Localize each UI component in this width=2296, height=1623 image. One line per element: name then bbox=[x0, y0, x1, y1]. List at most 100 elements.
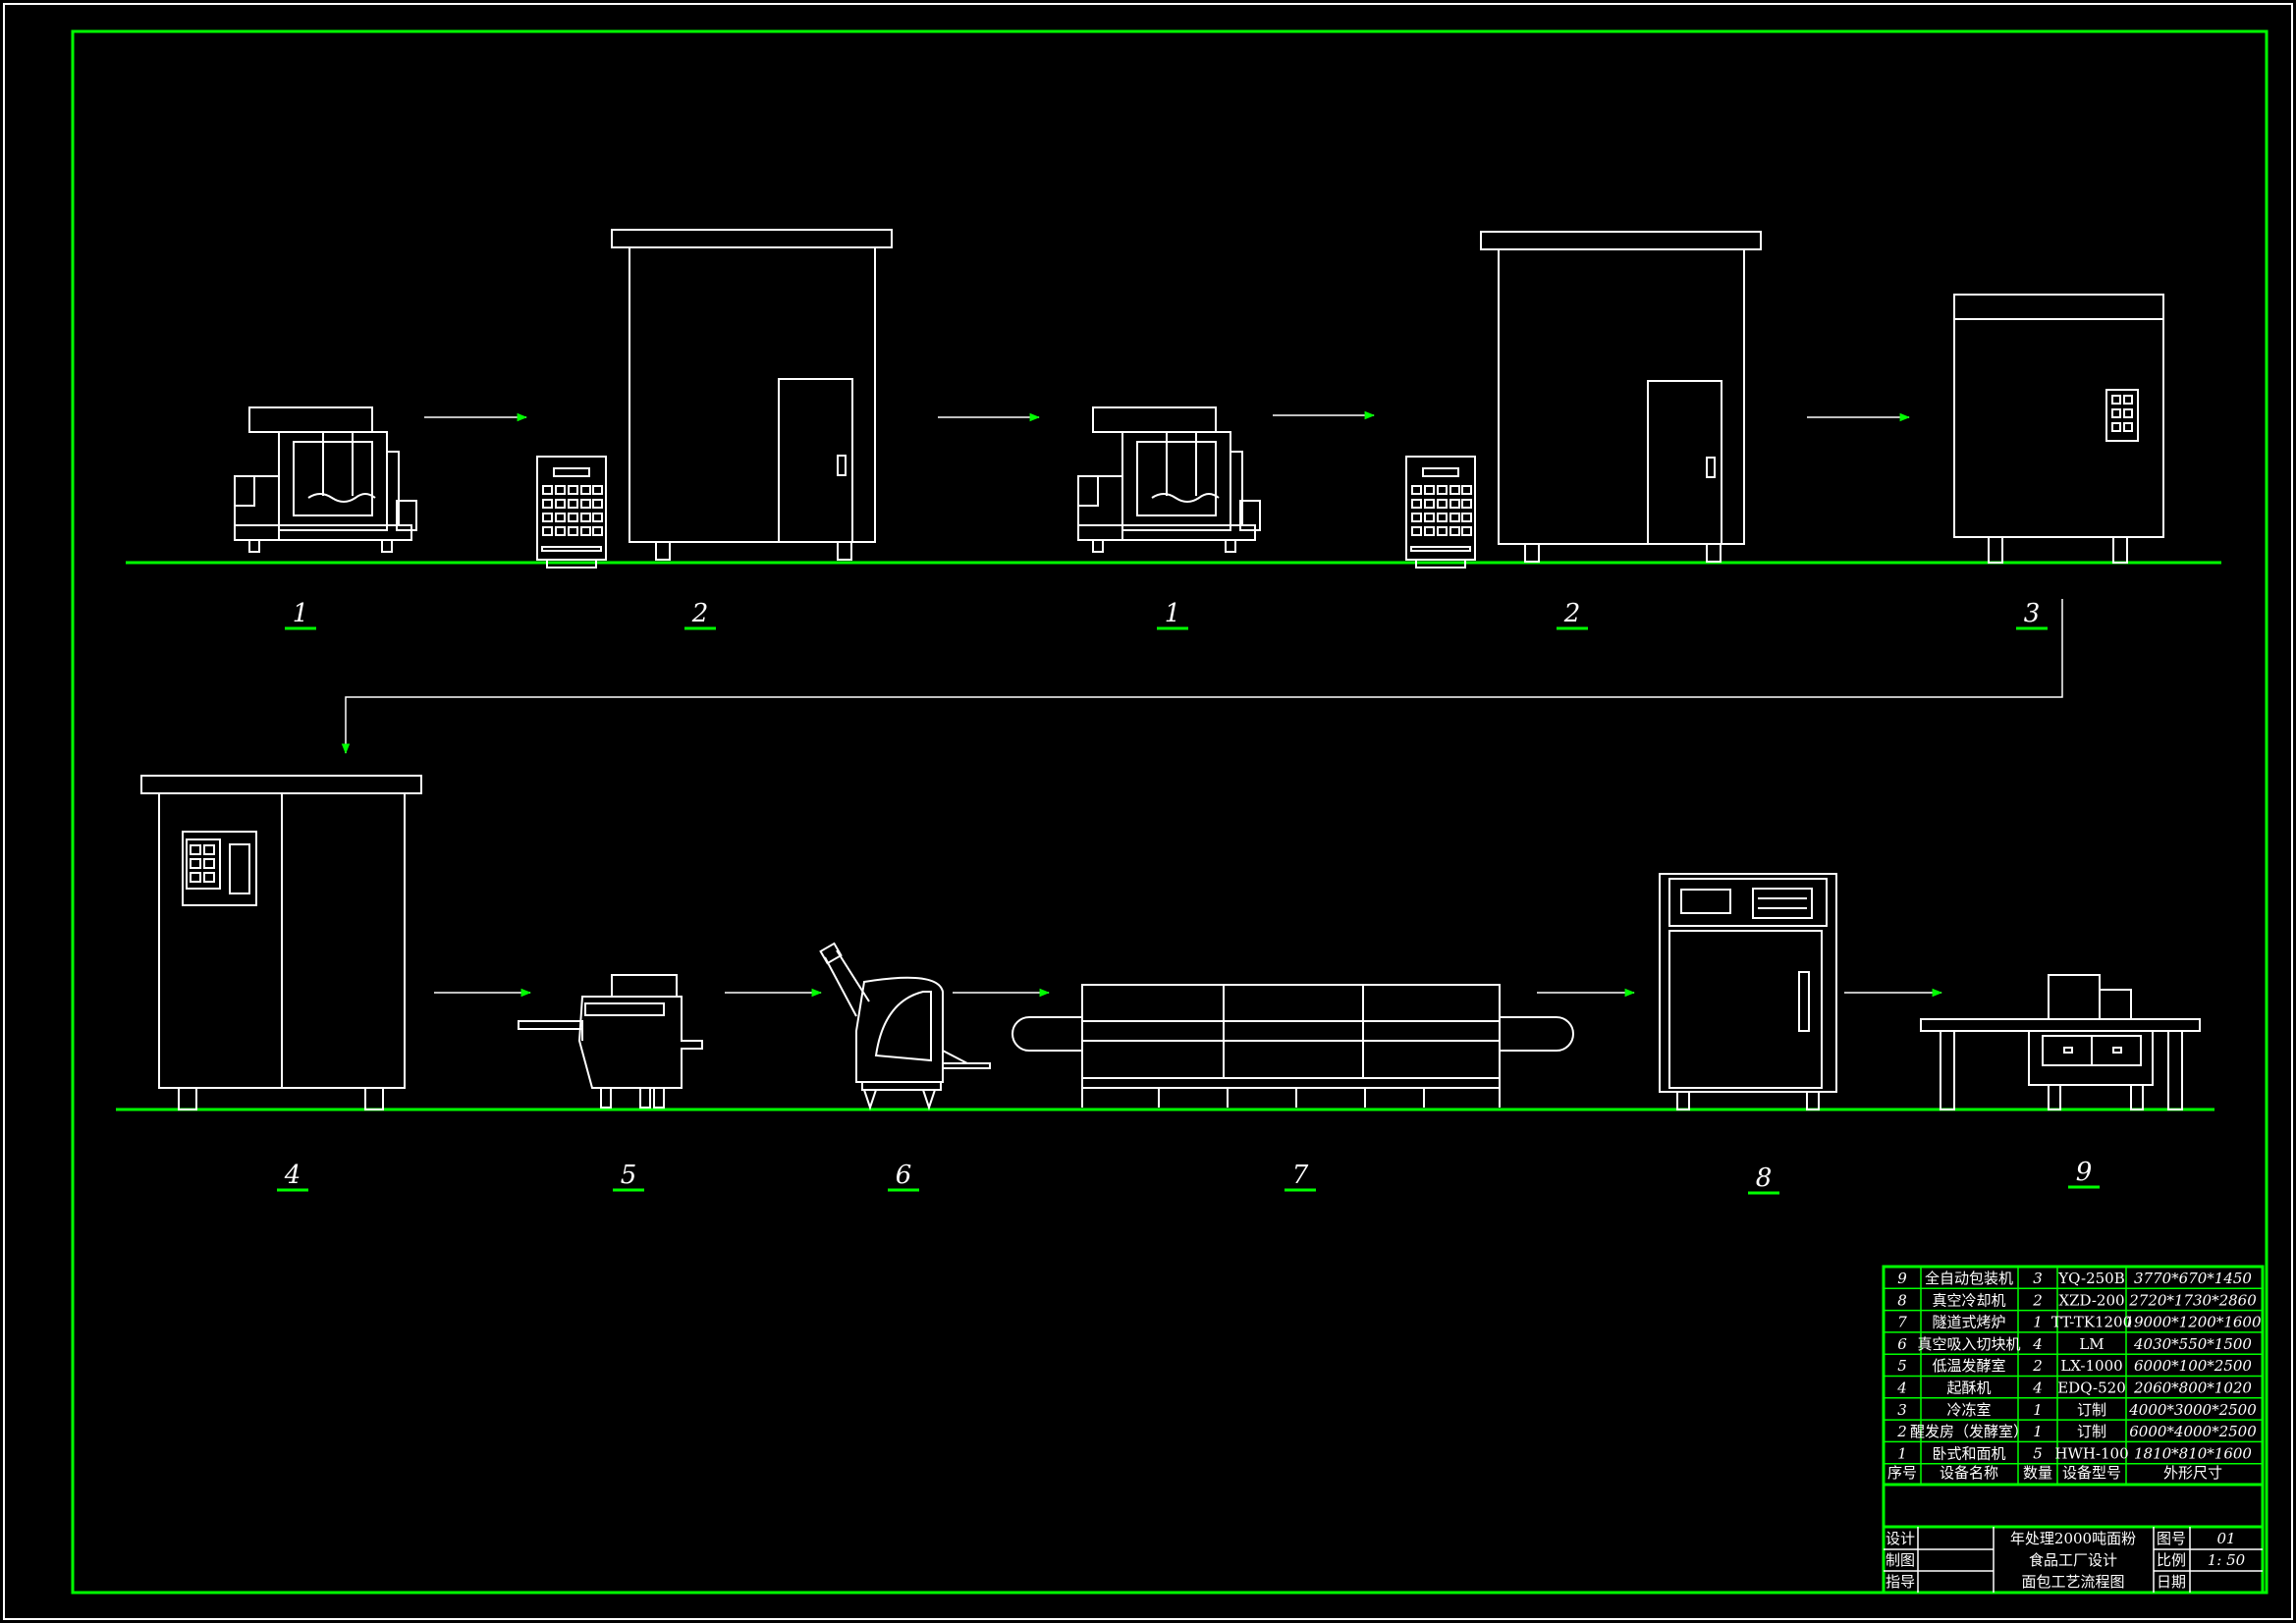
table-cell-name: 冷冻室 bbox=[1946, 1401, 1991, 1419]
table-row: 9 全自动包装机 3 YQ-250B 3770*670*1450 bbox=[1897, 1270, 2252, 1287]
field-label-date: 日期 bbox=[2157, 1573, 2186, 1591]
table-cell-qty: 1 bbox=[2033, 1423, 2043, 1440]
row1-arrows bbox=[424, 410, 1911, 422]
table-cell-model: 订制 bbox=[2077, 1423, 2106, 1440]
drawing-title-line-3: 面包工艺流程图 bbox=[2021, 1573, 2124, 1591]
header-no: 序号 bbox=[1887, 1464, 1917, 1482]
header-name: 设备名称 bbox=[1940, 1464, 1998, 1482]
step-label: 1 bbox=[1165, 599, 1181, 628]
proofing-room-1 bbox=[611, 229, 893, 561]
table-cell-no: 5 bbox=[1897, 1357, 1907, 1375]
table-cell-qty: 1 bbox=[2033, 1314, 2043, 1331]
role-guide: 指导 bbox=[1886, 1573, 1915, 1591]
step-label: 1 bbox=[293, 599, 309, 628]
table-cell-qty: 1 bbox=[2033, 1401, 2043, 1419]
header-size: 外形尺寸 bbox=[2163, 1464, 2222, 1482]
equipment-table-header: 序号 设备名称 数量 设备型号 外形尺寸 bbox=[1887, 1464, 2222, 1482]
table-cell-model: XZD-200 bbox=[2058, 1291, 2124, 1309]
proofing-room-2 bbox=[1480, 231, 1762, 563]
table-cell-model: 订制 bbox=[2077, 1401, 2106, 1419]
table-cell-size: 6000*4000*2500 bbox=[2129, 1423, 2257, 1440]
table-cell-name: 卧式和面机 bbox=[1932, 1444, 2005, 1462]
field-value-scale: 1: 50 bbox=[2208, 1551, 2246, 1569]
table-cell-model: LX-1000 bbox=[2060, 1357, 2122, 1375]
step-label: 5 bbox=[621, 1161, 637, 1190]
table-cell-size: 2720*1730*2860 bbox=[2128, 1291, 2257, 1309]
table-row: 4 起酥机 4 EDQ-520 2060*800*1020 bbox=[1896, 1380, 2252, 1397]
mixer-1 bbox=[234, 406, 417, 553]
table-cell-model: LM bbox=[2079, 1335, 2104, 1353]
table-cell-qty: 2 bbox=[2032, 1357, 2043, 1375]
field-label-scale: 比例 bbox=[2157, 1551, 2186, 1569]
step-label: 9 bbox=[2076, 1158, 2093, 1187]
field-label-drawing-no: 图号 bbox=[2157, 1530, 2186, 1547]
field-value-drawing-no: 01 bbox=[2216, 1530, 2235, 1547]
table-row: 3 冷冻室 1 订制 4000*3000*2500 bbox=[1897, 1401, 2257, 1419]
table-cell-name: 真空冷却机 bbox=[1932, 1291, 2005, 1309]
table-cell-size: 4030*550*1500 bbox=[2133, 1335, 2252, 1353]
table-cell-name: 隧道式烤炉 bbox=[1932, 1314, 2005, 1331]
step-label: 4 bbox=[284, 1161, 301, 1190]
step-label: 6 bbox=[896, 1161, 912, 1190]
keypad-1 bbox=[536, 456, 607, 568]
step-label: 2 bbox=[1563, 599, 1581, 628]
table-cell-model: YQ-250B bbox=[2057, 1270, 2124, 1287]
low-temp-fermenter bbox=[518, 974, 703, 1109]
step-label: 3 bbox=[2024, 599, 2041, 628]
table-cell-no: 2 bbox=[1896, 1423, 1907, 1440]
table-cell-qty: 4 bbox=[2032, 1380, 2043, 1397]
table-cell-size: 6000*100*2500 bbox=[2134, 1357, 2252, 1375]
step-label: 8 bbox=[1756, 1163, 1773, 1193]
tunnel-oven bbox=[1011, 984, 1574, 1108]
vacuum-cutter bbox=[819, 942, 991, 1111]
table-cell-size: 2060*800*1020 bbox=[2133, 1380, 2252, 1397]
row2-step-labels: 4 5 6 7 8 9 bbox=[277, 1158, 2100, 1195]
drawing-title-line-1: 年处理2000吨面粉 bbox=[2010, 1530, 2136, 1547]
table-cell-name: 全自动包装机 bbox=[1925, 1270, 2013, 1287]
freezer-room bbox=[1953, 294, 2164, 564]
table-cell-no: 3 bbox=[1897, 1401, 1907, 1419]
vacuum-cooler bbox=[1659, 873, 1837, 1110]
row1-step-labels: 1 2 1 2 3 bbox=[285, 599, 2048, 630]
mixer-2 bbox=[1077, 406, 1261, 553]
header-qty: 数量 bbox=[2023, 1464, 2052, 1482]
role-draw: 制图 bbox=[1886, 1551, 1915, 1569]
table-cell-name: 醒发房（发酵室） bbox=[1910, 1423, 2028, 1440]
table-cell-no: 4 bbox=[1896, 1380, 1907, 1397]
table-cell-model: EDQ-520 bbox=[2057, 1380, 2126, 1397]
step-label: 2 bbox=[691, 599, 709, 628]
table-cell-qty: 3 bbox=[2033, 1270, 2043, 1287]
table-cell-model: HWH-100 bbox=[2054, 1444, 2128, 1462]
table-cell-qty: 5 bbox=[2033, 1444, 2043, 1462]
table-cell-size: 3770*670*1450 bbox=[2134, 1270, 2252, 1287]
table-cell-name: 起酥机 bbox=[1946, 1380, 1991, 1397]
table-row: 5 低温发酵室 2 LX-1000 6000*100*2500 bbox=[1897, 1357, 2252, 1375]
table-cell-size: 4000*3000*2500 bbox=[2128, 1401, 2257, 1419]
table-cell-qty: 2 bbox=[2032, 1291, 2043, 1309]
step-label: 7 bbox=[1292, 1161, 1309, 1190]
role-design: 设计 bbox=[1886, 1530, 1915, 1547]
table-cell-name: 真空吸入切块机 bbox=[1917, 1335, 2020, 1353]
table-cell-size: 1810*810*1600 bbox=[2134, 1444, 2252, 1462]
dough-sheeter-cabinet bbox=[140, 775, 422, 1110]
table-cell-no: 9 bbox=[1897, 1270, 1907, 1287]
outer-border bbox=[3, 3, 2293, 1620]
table-cell-no: 6 bbox=[1897, 1335, 1907, 1353]
packaging-machine bbox=[1920, 974, 2201, 1110]
table-cell-model: TT-TK1200 bbox=[2051, 1314, 2132, 1331]
table-cell-name: 低温发酵室 bbox=[1932, 1357, 2005, 1375]
table-cell-no: 8 bbox=[1897, 1291, 1907, 1309]
keypad-2 bbox=[1405, 456, 1476, 568]
table-cell-no: 7 bbox=[1897, 1314, 1907, 1331]
equipment-table: 9 全自动包装机 3 YQ-250B 3770*670*1450 8 真空冷却机 2 XZD-2… bbox=[1882, 1265, 2265, 1595]
row-connector-arrow bbox=[341, 599, 2063, 755]
header-model: 设备型号 bbox=[2062, 1464, 2121, 1482]
title-block: 设计 制图 指导 年处理2000吨面粉 食品工厂设计 面包工艺流程图 图号 比例… bbox=[1884, 1483, 2263, 1593]
drawing-frame bbox=[71, 29, 2269, 1595]
table-cell-size: 19000*1200*1600 bbox=[2124, 1314, 2262, 1331]
